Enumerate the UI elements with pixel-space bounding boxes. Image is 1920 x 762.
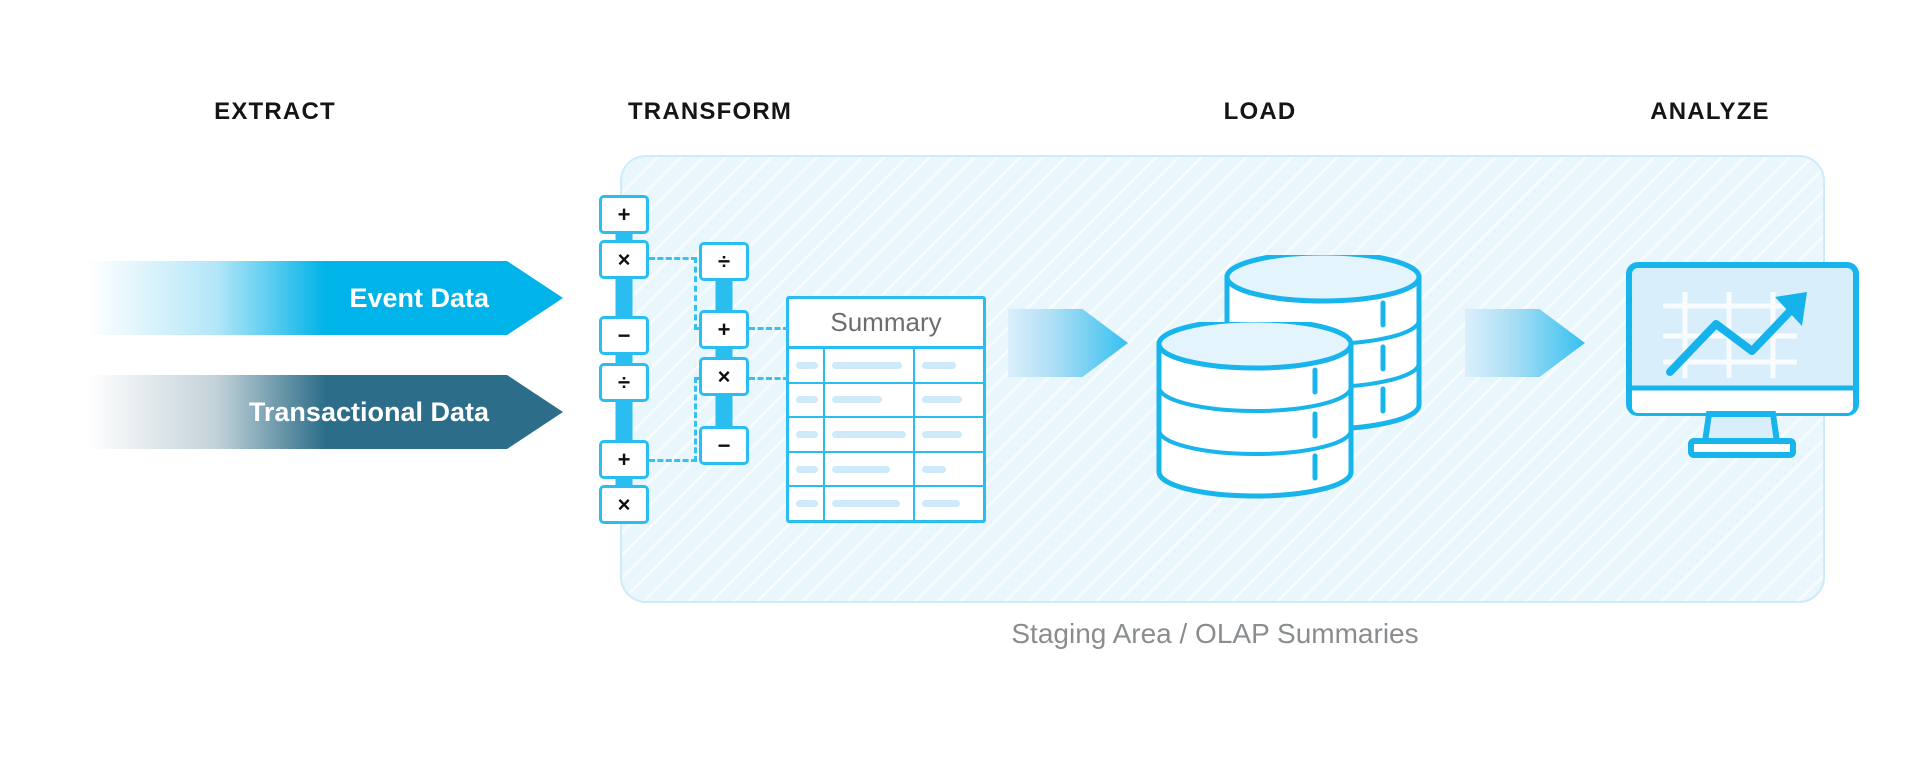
summary-table: Summary: [786, 296, 986, 523]
dashed-connector-plus-to-multiply: [649, 459, 697, 462]
table-cell: [915, 487, 983, 520]
table-cell: [915, 418, 983, 451]
phase-label-load: LOAD: [1223, 98, 1297, 125]
dashed-connector-right-plus-out: [749, 327, 789, 330]
table-cell: [789, 452, 825, 486]
table-row: [789, 487, 983, 520]
table-cell: [915, 453, 983, 486]
transform-operator-column-right: ÷ + × −: [694, 242, 754, 477]
operator-box-plus: +: [699, 310, 749, 349]
source-arrow-label: Event Data: [349, 282, 489, 313]
dashed-connector-plus-to-multiply-vertical: [694, 377, 697, 462]
operator-box-multiply-2: ×: [599, 485, 649, 524]
operator-box-plus-2: +: [599, 440, 649, 479]
table-cell: [825, 452, 915, 486]
table-row: [789, 418, 983, 453]
operator-box-multiply: ×: [699, 357, 749, 396]
table-cell: [789, 487, 825, 520]
dashed-connector-multiply-to-plus: [649, 257, 697, 260]
source-arrow-label: Transactional Data: [248, 396, 489, 427]
operator-box-multiply: ×: [599, 240, 649, 279]
operator-box-plus: +: [599, 195, 649, 234]
table-cell: [789, 418, 825, 451]
operator-box-minus: −: [599, 316, 649, 355]
table-row: [789, 349, 983, 384]
table-cell: [789, 383, 825, 417]
source-arrow-event-data: Event Data: [68, 261, 563, 335]
phase-label-extract: EXTRACT: [214, 98, 336, 125]
database-group: [1155, 255, 1430, 540]
phase-label-transform: TRANSFORM: [627, 98, 793, 125]
phase-label-analyze: ANALYZE: [1650, 98, 1770, 125]
dashed-connector-right-multiply-out: [749, 377, 789, 380]
summary-table-title: Summary: [789, 299, 983, 349]
table-cell: [825, 418, 915, 451]
table-cell: [915, 384, 983, 417]
analytics-monitor-icon: [1625, 262, 1860, 462]
table-row: [789, 452, 983, 488]
source-arrow-transactional-data: Transactional Data: [68, 375, 563, 449]
table-cell: [915, 349, 983, 382]
table-cell: [825, 383, 915, 417]
database-cylinder-front: [1155, 322, 1355, 522]
operator-box-divide: ÷: [599, 363, 649, 402]
table-cell: [789, 349, 825, 382]
table-row: [789, 383, 983, 419]
table-cell: [825, 349, 915, 382]
staging-area-caption: Staging Area / OLAP Summaries: [1011, 618, 1419, 649]
operator-box-divide: ÷: [699, 242, 749, 281]
table-cell: [825, 487, 915, 520]
operator-box-minus: −: [699, 426, 749, 465]
dashed-connector-multiply-to-plus-vertical: [694, 257, 697, 330]
transform-operator-column-left: + × − ÷ + ×: [594, 195, 654, 525]
